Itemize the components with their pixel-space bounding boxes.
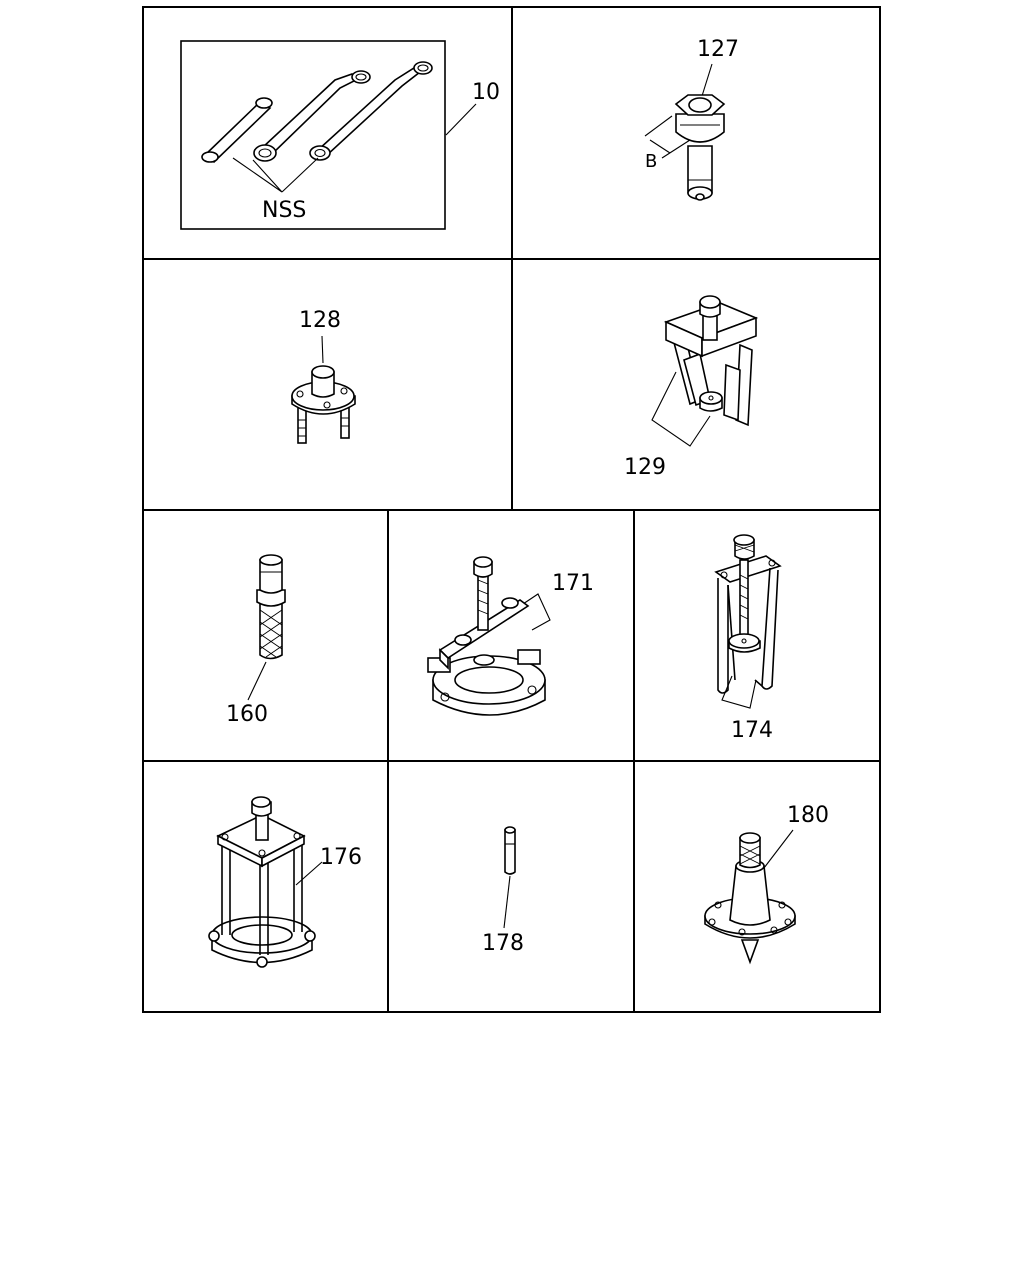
cell-bearing-separator: 171 [427,556,594,716]
cell-gear-puller: 129 [624,295,759,480]
callout-178: 178 [482,931,524,956]
callout-128: 128 [299,308,341,333]
dimension-b-label: B [645,151,657,172]
grid-frame [142,6,881,1013]
bearing-separator-icon [427,556,546,716]
cell-wrench-set: NSS 10 [180,40,500,230]
box-wrench-icon [201,61,433,164]
callout-180: 180 [787,803,829,828]
two-jaw-puller-icon [714,534,782,694]
guide-pin-icon [504,826,516,875]
socket-adapter-icon [674,94,726,201]
wrench-set-box [180,40,446,230]
bar-puller-icon [663,295,759,427]
nss-label: NSS [262,198,306,223]
centering-gauge-icon [704,832,796,965]
callout-174: 174 [731,718,773,743]
knurled-drift-icon [256,554,286,660]
callout-171: 171 [552,571,594,596]
cell-frame-installer: 176 [208,796,362,968]
cell-jaw-puller: 174 [714,534,782,743]
callout-160: 160 [226,702,268,727]
cell-three-leg-puller: 128 [291,308,356,444]
cell-knurled-drift: 160 [226,554,286,727]
callout-176: 176 [320,845,362,870]
frame-installer-icon [208,796,316,968]
cell-socket-tool: 127 B [644,37,739,201]
flange-puller-icon [291,365,356,444]
callout-127: 127 [697,37,739,62]
cell-guide-pin: 178 [482,826,524,956]
cell-centering-gauge: 180 [704,803,829,965]
callout-10: 10 [472,80,500,105]
callout-129: 129 [624,455,666,480]
